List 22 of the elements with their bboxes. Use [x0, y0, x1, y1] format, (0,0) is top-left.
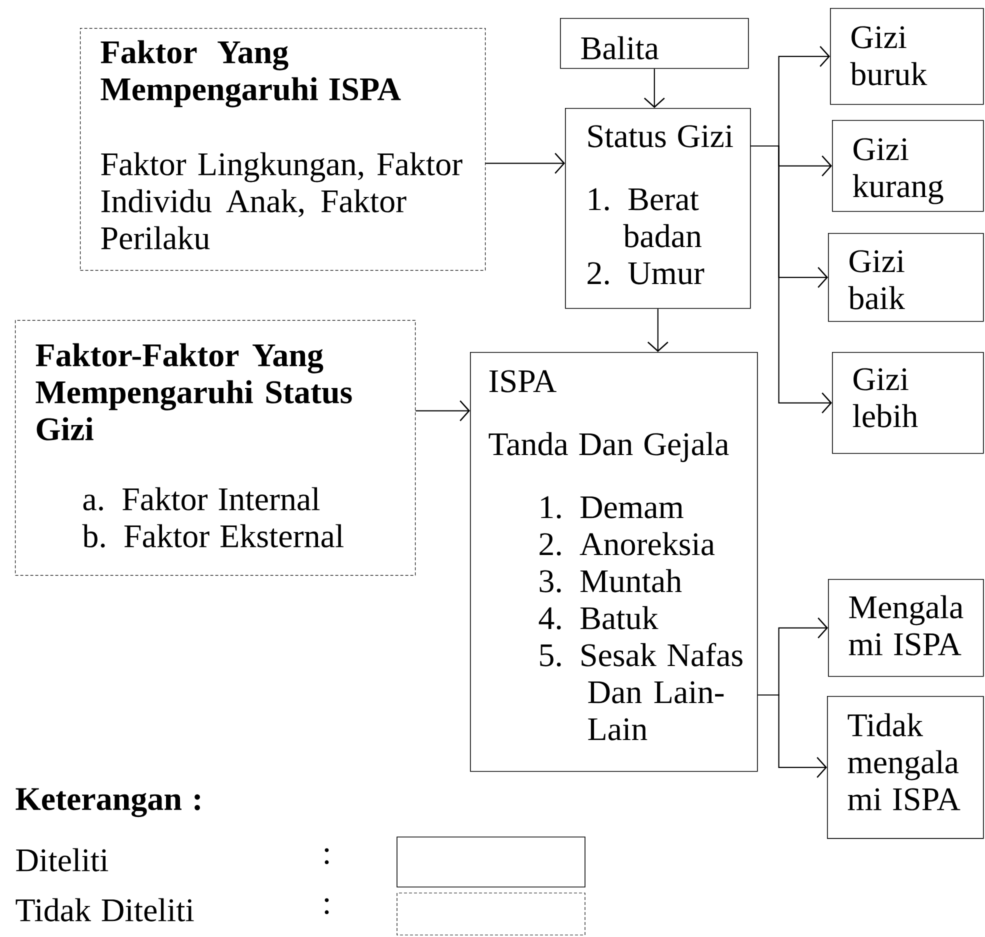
arrow	[647, 308, 668, 352]
process-box: Mengala mi ISPA	[828, 579, 984, 677]
colon: :	[324, 898, 329, 914]
legend-title: Keterangan :	[16, 788, 200, 818]
process-box: Balita	[560, 18, 749, 69]
process-box: ISPA Tanda Dan Gejala 1. Demam 2. Anoreksia 3. Muntah 4. Batuk 5. Sesak Nafas Dan Lain-Lain	[470, 352, 758, 772]
process-box: Gizi kurang	[832, 120, 984, 212]
arrow	[758, 694, 827, 778]
arrow	[750, 145, 832, 414]
process-box: Tidak mengala mi ISPA	[827, 696, 984, 839]
legend-text: Diteliti	[16, 848, 108, 872]
dashed-box: Faktor-Faktor Yang Mempengaruhi Status Gizi a. Faktor Internal b. Faktor Eksternal	[15, 320, 416, 576]
arrow	[416, 400, 470, 422]
arrow	[644, 68, 665, 108]
legend-text: Tidak Diteliti	[16, 898, 194, 922]
process-box: Status Gizi 1. Berat badan 2. Umur	[565, 108, 751, 309]
process-box: Gizi buruk	[830, 8, 984, 105]
arrow	[486, 152, 565, 174]
process-box: Gizi baik	[828, 233, 984, 322]
process-box: Gizi lebih	[832, 352, 984, 454]
dashed-box: Faktor Yang Mempengaruhi ISPA Faktor Lingkungan, Faktor Individu Anak, Faktor Perilaku	[80, 28, 486, 271]
colon: :	[324, 848, 329, 864]
